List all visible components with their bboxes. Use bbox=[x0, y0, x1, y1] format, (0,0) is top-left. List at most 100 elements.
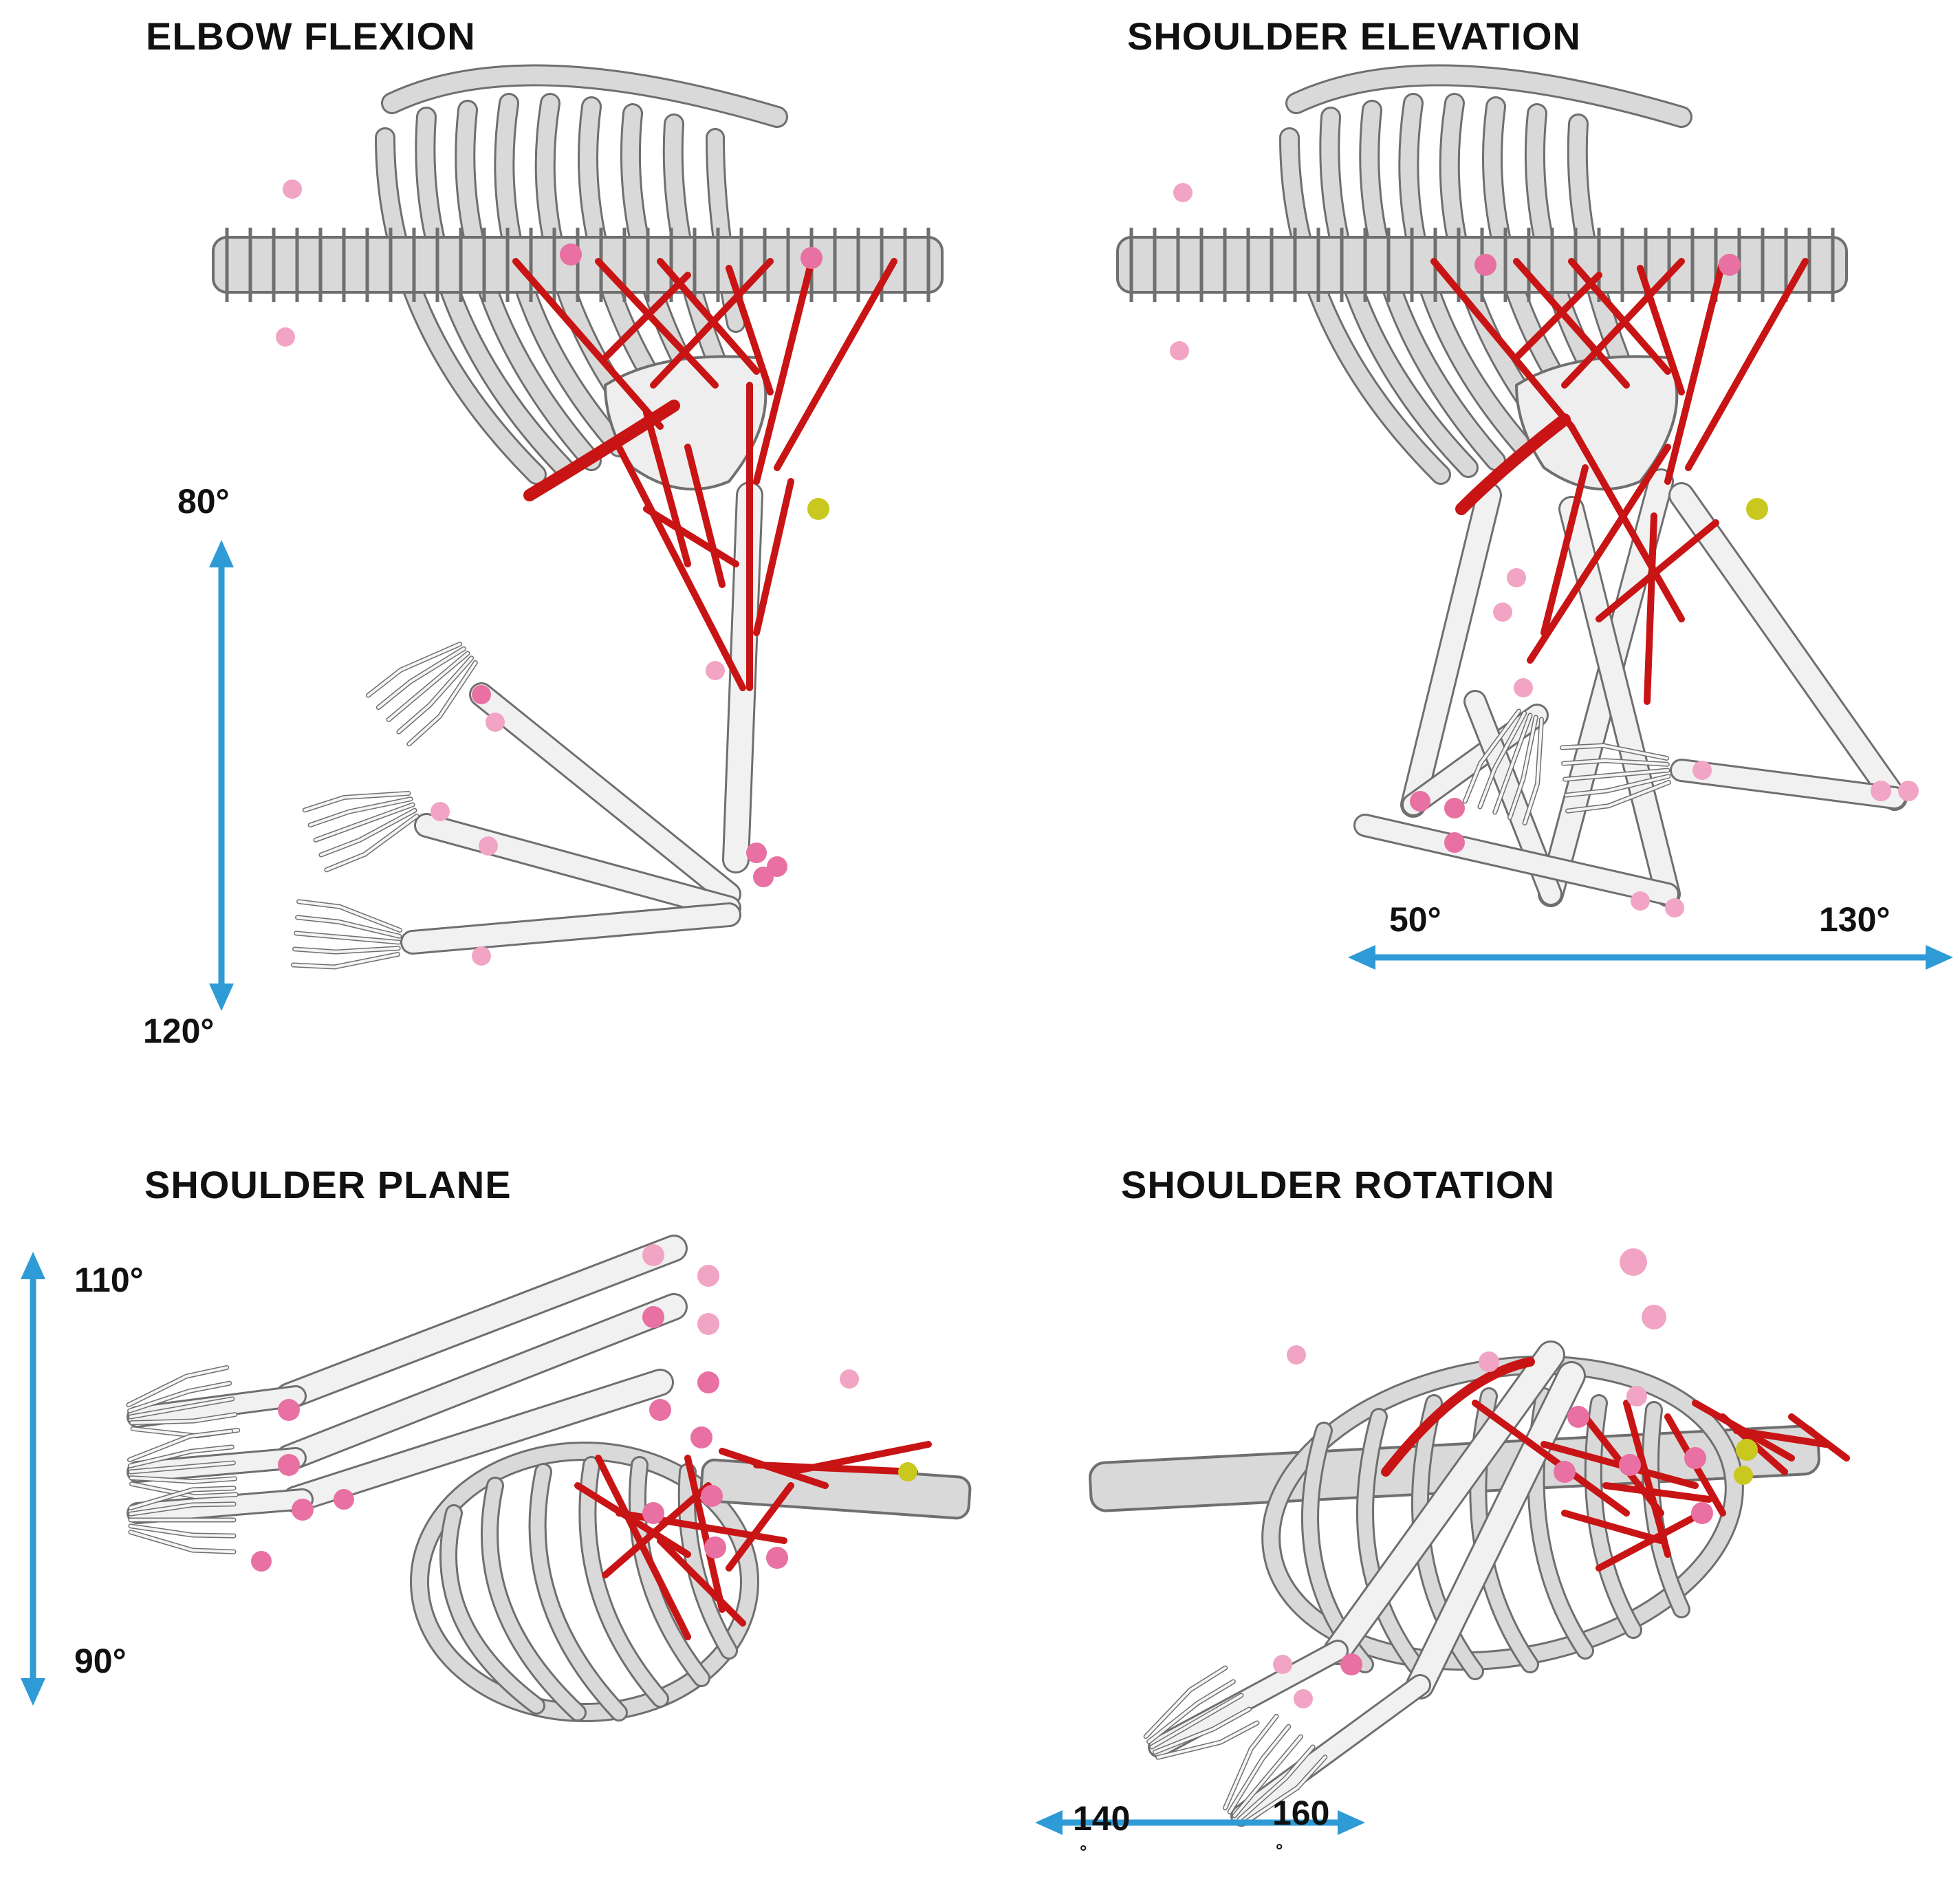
marker-sphere bbox=[1474, 254, 1496, 276]
marker-sphere bbox=[334, 1489, 354, 1510]
ribcage bbox=[410, 1442, 759, 1722]
finger-bone bbox=[129, 1397, 234, 1418]
range-end-label: 130° bbox=[1819, 900, 1891, 939]
marker-sphere bbox=[701, 1485, 723, 1507]
marker-sphere bbox=[1479, 1351, 1499, 1372]
finger-bone bbox=[325, 814, 419, 871]
finger-bone bbox=[129, 1524, 235, 1538]
finger-bone bbox=[367, 642, 461, 697]
spine bbox=[212, 228, 944, 302]
forearm bbox=[1150, 1642, 1347, 1756]
marker-sphere bbox=[1554, 1461, 1576, 1483]
finger-bone bbox=[127, 1366, 228, 1406]
marker-sphere bbox=[1507, 568, 1526, 587]
finger-bone bbox=[129, 1486, 235, 1510]
hand bbox=[365, 642, 478, 747]
marker-sphere bbox=[1736, 1439, 1758, 1461]
marker-sphere bbox=[1340, 1653, 1362, 1675]
marker-sphere bbox=[1898, 781, 1919, 801]
finger-bone bbox=[1560, 744, 1668, 760]
marker-sphere bbox=[472, 685, 491, 704]
hand bbox=[1462, 708, 1545, 826]
forearm bbox=[402, 904, 739, 953]
marker-sphere bbox=[1273, 1655, 1292, 1674]
finger-bone bbox=[1463, 709, 1521, 803]
marker-sphere bbox=[472, 946, 491, 966]
finger-bone bbox=[1228, 1725, 1290, 1814]
finger-bone bbox=[1493, 714, 1532, 814]
marker-sphere bbox=[1620, 1248, 1647, 1276]
finger-bone bbox=[292, 953, 400, 968]
marker-sphere bbox=[697, 1265, 719, 1287]
marker-sphere bbox=[276, 327, 295, 347]
finger-bone bbox=[129, 1461, 235, 1473]
marker-sphere bbox=[697, 1313, 719, 1335]
marker-sphere bbox=[1692, 761, 1712, 780]
hand bbox=[128, 1486, 237, 1554]
finger-bone bbox=[1223, 1715, 1278, 1810]
forearm bbox=[471, 684, 739, 904]
marker-sphere bbox=[1684, 1447, 1706, 1469]
marker-sphere bbox=[1665, 898, 1684, 917]
marker-sphere bbox=[1619, 1454, 1641, 1476]
range-arrow bbox=[1348, 945, 1953, 970]
marker-sphere bbox=[292, 1499, 314, 1521]
finger-bone bbox=[1563, 769, 1669, 781]
finger-bone bbox=[1523, 718, 1543, 825]
marker-sphere bbox=[560, 243, 582, 265]
finger-bone bbox=[1147, 1680, 1235, 1744]
range-end-label: 120° bbox=[143, 1012, 215, 1050]
marker-sphere bbox=[1493, 602, 1512, 622]
finger-bone bbox=[1508, 716, 1538, 819]
finger-bone bbox=[130, 1482, 238, 1498]
muscles bbox=[1430, 258, 1809, 705]
marker-sphere bbox=[283, 180, 302, 199]
finger-bone bbox=[129, 1502, 235, 1516]
marker-sphere bbox=[746, 843, 767, 863]
marker-sphere bbox=[642, 1244, 664, 1266]
finger-bone bbox=[387, 652, 469, 721]
range-start-label: 50° bbox=[1389, 900, 1441, 939]
marker-sphere bbox=[753, 867, 774, 887]
humerus bbox=[1325, 1343, 1563, 1663]
humerus bbox=[1670, 484, 1906, 809]
finger-bone bbox=[314, 803, 414, 842]
marker-sphere bbox=[1444, 798, 1465, 818]
marker-sphere bbox=[1287, 1345, 1306, 1365]
range-start-unit: ° bbox=[1080, 1841, 1087, 1862]
hand bbox=[1560, 743, 1672, 814]
marker-sphere bbox=[1514, 678, 1533, 697]
panel-shoulder-plane: SHOULDER PLANE bbox=[0, 1128, 980, 1879]
finger-bone bbox=[1242, 1755, 1327, 1825]
musculoskeletal-model-figure bbox=[21, 1235, 972, 1722]
musculoskeletal-model-figure bbox=[1116, 64, 1953, 970]
finger-bone bbox=[130, 1413, 237, 1424]
finger-bone bbox=[1233, 1735, 1303, 1817]
range-end-label: 90° bbox=[74, 1642, 127, 1680]
marker-sphere bbox=[840, 1369, 859, 1389]
finger-bone bbox=[407, 661, 477, 746]
range-end-label: 160 bbox=[1272, 1794, 1330, 1832]
finger-bone bbox=[1144, 1666, 1227, 1738]
marker-sphere bbox=[486, 713, 505, 732]
range-end-unit: ° bbox=[1276, 1840, 1283, 1860]
marker-sphere bbox=[697, 1371, 719, 1393]
marker-sphere bbox=[898, 1462, 917, 1481]
finger-bone bbox=[319, 809, 417, 857]
markers bbox=[251, 1244, 917, 1572]
finger-bone bbox=[377, 647, 466, 709]
range-start-label: 80° bbox=[177, 482, 230, 521]
panel-title: SHOULDER ELEVATION bbox=[1127, 14, 1581, 58]
hand bbox=[291, 899, 403, 970]
marker-sphere bbox=[251, 1551, 272, 1572]
range-arrow bbox=[21, 1252, 45, 1706]
finger-bone bbox=[129, 1476, 237, 1484]
finger-bone bbox=[1565, 774, 1670, 797]
marker-sphere bbox=[1444, 832, 1465, 853]
marker-sphere bbox=[649, 1399, 671, 1421]
panel-title: ELBOW FLEXION bbox=[146, 14, 476, 58]
hand bbox=[1223, 1713, 1328, 1826]
marker-sphere bbox=[801, 247, 823, 269]
hand bbox=[127, 1429, 239, 1499]
markers bbox=[1170, 183, 1919, 917]
